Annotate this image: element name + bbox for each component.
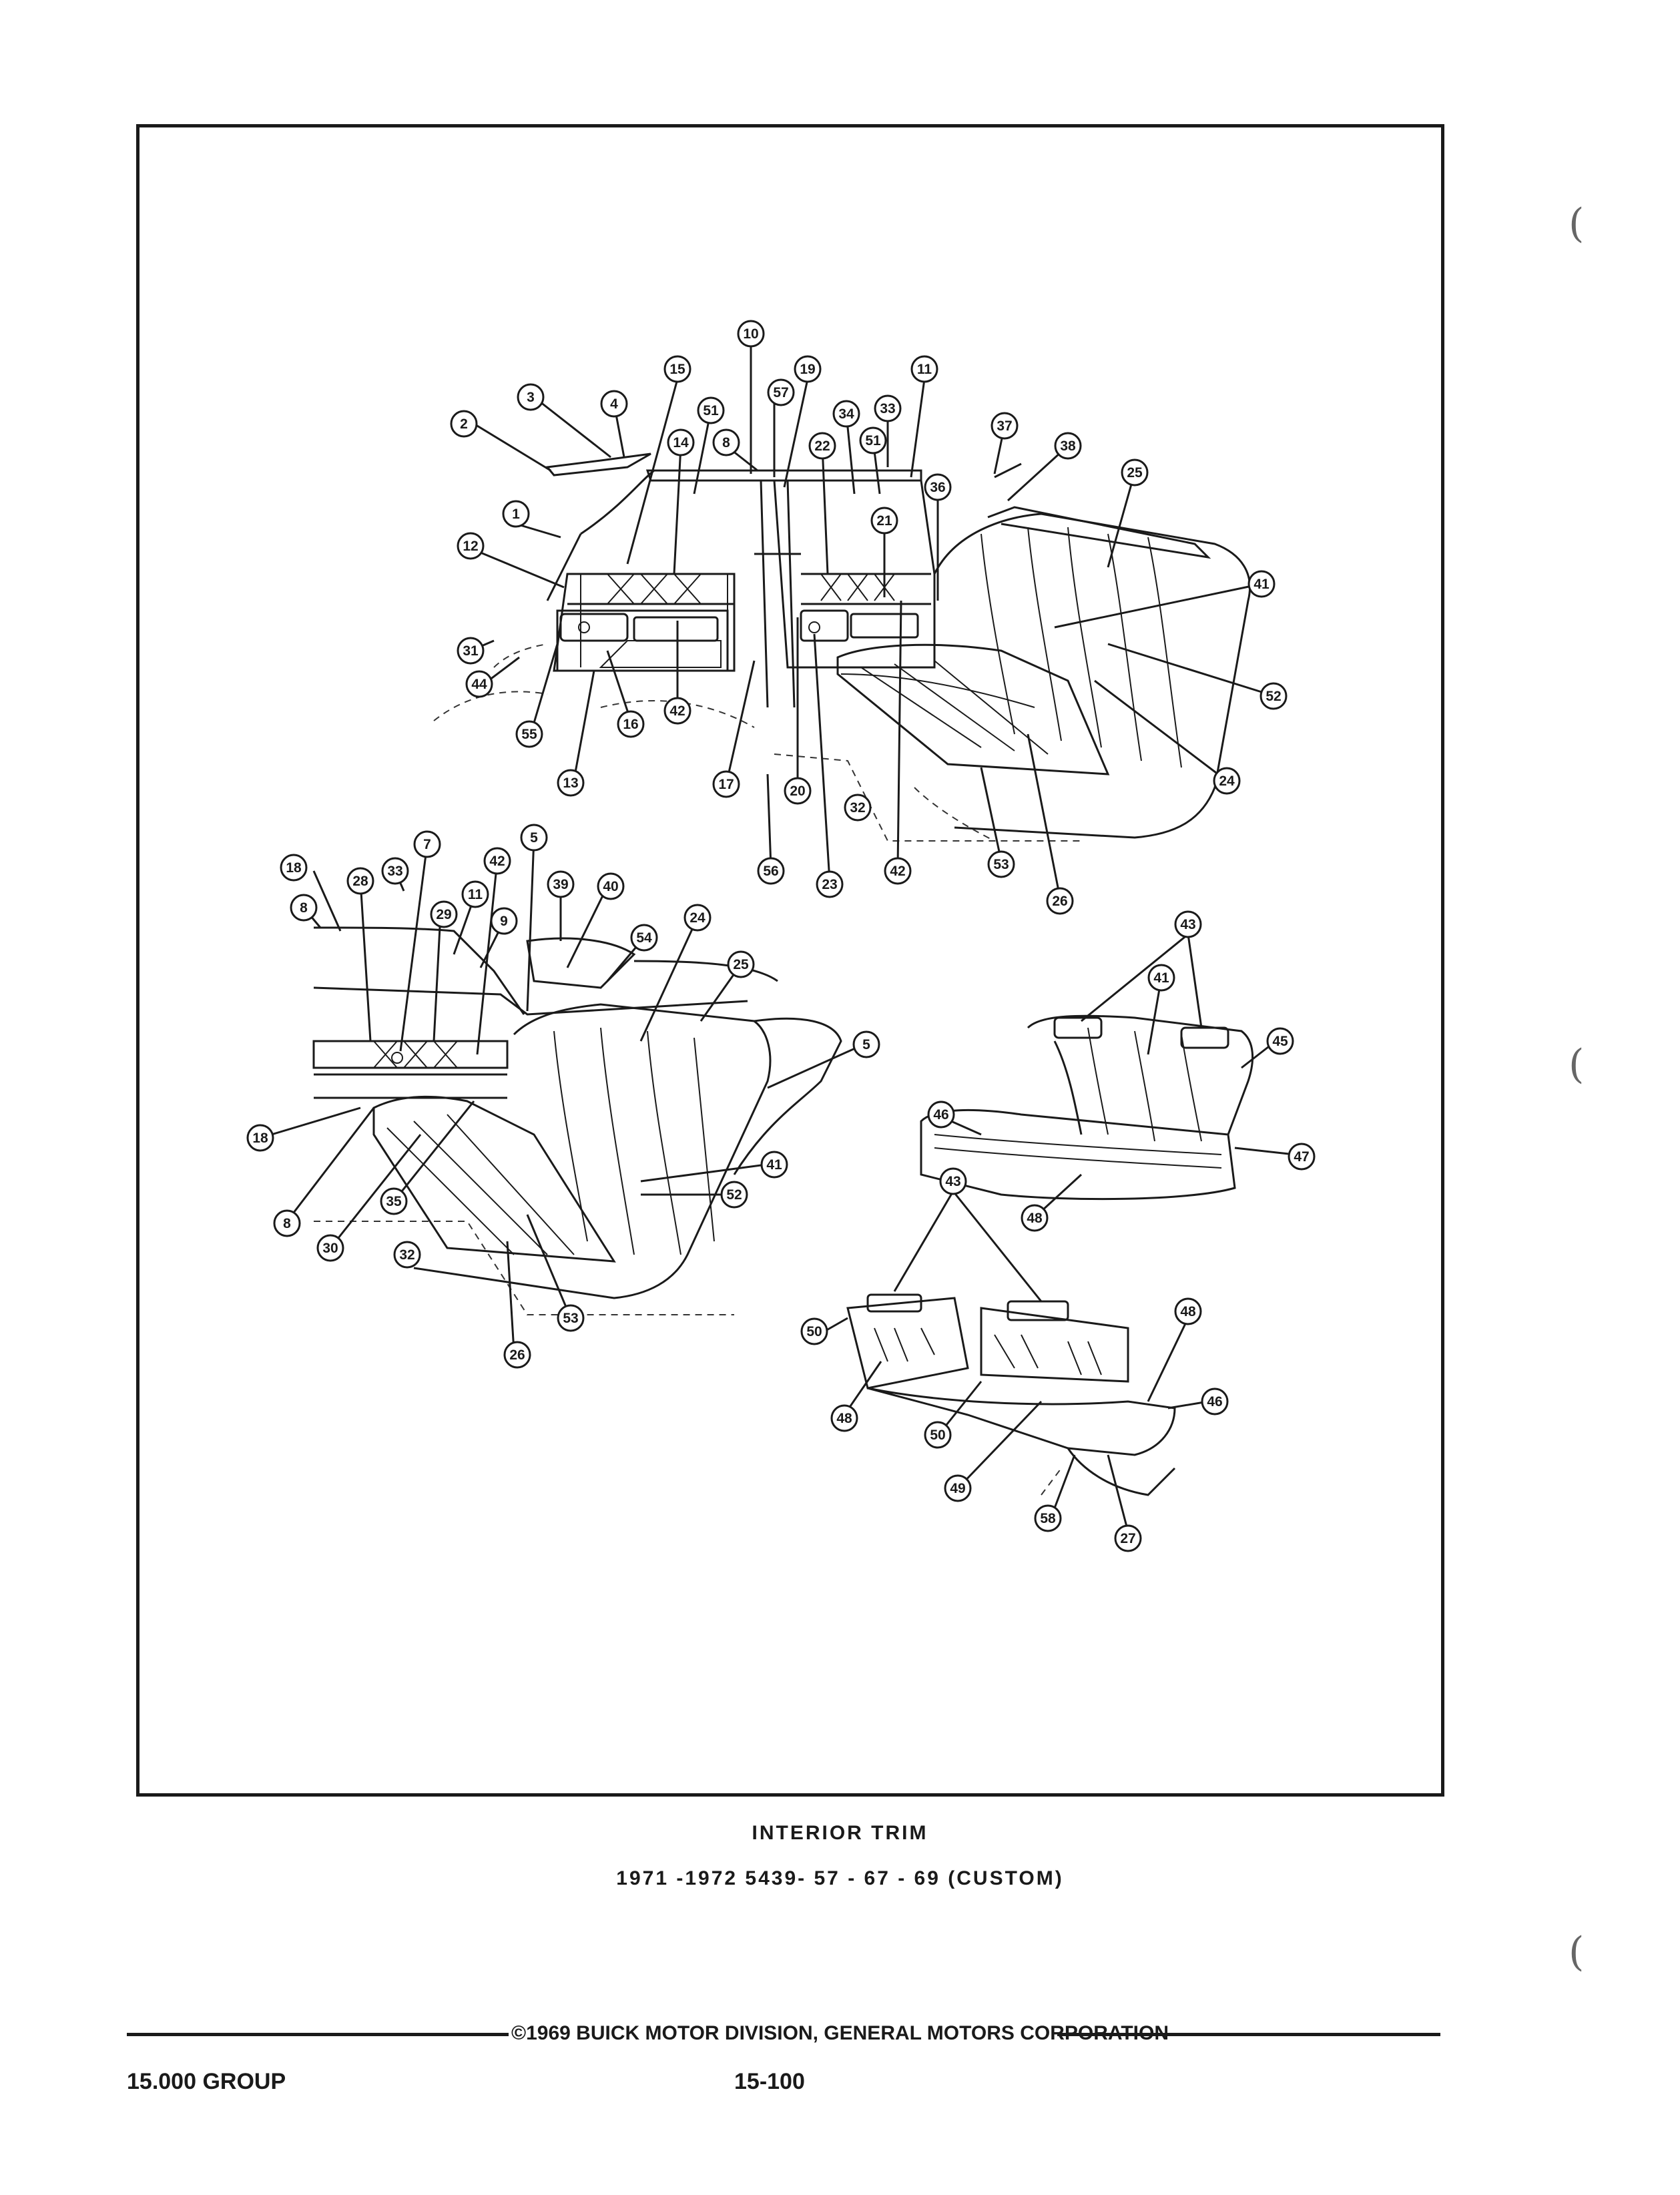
binder-hole-mark: ( xyxy=(1569,200,1585,247)
callout-51: 51 xyxy=(703,403,719,418)
callout-42: 42 xyxy=(489,854,505,869)
callout-50: 50 xyxy=(806,1324,822,1339)
figure-title: INTERIOR TRIM xyxy=(752,1822,928,1844)
callout-46: 46 xyxy=(1207,1394,1222,1409)
callout-11: 11 xyxy=(917,362,932,377)
callout-55: 55 xyxy=(521,727,537,742)
callout-52: 52 xyxy=(1266,689,1281,704)
callout-47: 47 xyxy=(1294,1149,1309,1165)
page-number: 15-100 xyxy=(734,2069,805,2094)
callout-34: 34 xyxy=(838,406,854,422)
callout-50: 50 xyxy=(930,1428,945,1443)
callout-14: 14 xyxy=(673,435,689,450)
callout-4: 4 xyxy=(610,396,618,412)
callout-53: 53 xyxy=(563,1311,578,1326)
callout-58: 58 xyxy=(1040,1511,1056,1526)
callout-26: 26 xyxy=(509,1347,525,1363)
callout-18: 18 xyxy=(286,860,302,876)
callout-18: 18 xyxy=(252,1131,268,1146)
callout-48: 48 xyxy=(1180,1304,1196,1319)
callout-12: 12 xyxy=(463,539,478,554)
callout-25: 25 xyxy=(733,957,749,972)
callout-41: 41 xyxy=(766,1157,782,1173)
figure-subtitle: 1971 -1972 5439- 57 - 67 - 69 (CUSTOM) xyxy=(616,1867,1064,1889)
callout-38: 38 xyxy=(1060,438,1076,454)
convertible-interior-drawing xyxy=(312,926,842,1315)
callout-56: 56 xyxy=(763,864,778,879)
callout-26: 26 xyxy=(1052,894,1067,909)
callout-43: 43 xyxy=(945,1174,960,1189)
callout-8: 8 xyxy=(283,1216,291,1231)
footer-rule-left xyxy=(127,2033,509,2036)
callout-7: 7 xyxy=(423,837,431,852)
callout-40: 40 xyxy=(603,879,618,894)
callout-33: 33 xyxy=(880,401,895,416)
diagram-frame xyxy=(136,124,1444,1797)
callout-32: 32 xyxy=(399,1247,414,1263)
callout-2: 2 xyxy=(460,416,468,432)
group-label: 15.000 GROUP xyxy=(127,2069,286,2094)
callout-28: 28 xyxy=(352,874,368,889)
callout-44: 44 xyxy=(471,677,487,692)
callout-43: 43 xyxy=(1180,917,1195,932)
callout-42: 42 xyxy=(890,864,905,879)
callout-5: 5 xyxy=(862,1037,870,1052)
callout-35: 35 xyxy=(386,1194,402,1209)
callout-31: 31 xyxy=(463,643,479,659)
callout-17: 17 xyxy=(718,777,734,792)
callouts-left: 18 8 28 33 7 42 5 11 29 9 39 40 54 24 25… xyxy=(246,824,880,1369)
footer-rule-right xyxy=(1057,2033,1440,2036)
callout-33: 33 xyxy=(387,864,402,879)
callout-41: 41 xyxy=(1253,577,1270,592)
binder-hole-mark: ( xyxy=(1569,1929,1585,1975)
callout-46: 46 xyxy=(933,1107,948,1123)
callout-3: 3 xyxy=(527,390,535,405)
callout-1: 1 xyxy=(512,507,520,522)
callout-11: 11 xyxy=(468,887,483,902)
callout-42: 42 xyxy=(669,703,685,719)
callout-8: 8 xyxy=(300,900,308,916)
callout-24: 24 xyxy=(1219,773,1235,789)
callouts-top: 10 15 57 19 11 3 4 51 34 33 2 14 8 22 51… xyxy=(450,320,1288,915)
callout-8: 8 xyxy=(722,435,730,450)
callout-48: 48 xyxy=(836,1411,852,1426)
callout-29: 29 xyxy=(436,907,451,922)
callout-22: 22 xyxy=(814,438,830,454)
callout-53: 53 xyxy=(993,857,1009,872)
coupe-interior-drawing xyxy=(433,452,1251,842)
binder-hole-mark: ( xyxy=(1569,1041,1585,1088)
callout-45: 45 xyxy=(1272,1034,1288,1049)
split-seat-drawing xyxy=(846,1293,1176,1496)
callout-54: 54 xyxy=(636,930,652,946)
callout-48: 48 xyxy=(1027,1211,1043,1226)
callout-19: 19 xyxy=(800,362,815,377)
callouts-split: 43 48 50 46 48 50 49 58 27 xyxy=(800,1167,1229,1552)
callout-23: 23 xyxy=(822,877,837,892)
callout-10: 10 xyxy=(743,326,758,342)
callout-37: 37 xyxy=(997,418,1012,434)
callout-51: 51 xyxy=(865,433,881,448)
callout-36: 36 xyxy=(930,480,945,495)
callout-49: 49 xyxy=(950,1481,965,1496)
callout-41: 41 xyxy=(1153,970,1169,986)
bench-seat-drawing xyxy=(920,1014,1254,1201)
callout-30: 30 xyxy=(322,1241,338,1256)
callout-16: 16 xyxy=(623,717,638,732)
callout-20: 20 xyxy=(790,783,805,799)
callout-5: 5 xyxy=(530,830,538,846)
callout-13: 13 xyxy=(563,775,578,791)
callout-39: 39 xyxy=(553,877,568,892)
callout-52: 52 xyxy=(726,1187,742,1203)
callout-57: 57 xyxy=(773,385,788,400)
callouts-bench: 43 41 45 46 47 48 xyxy=(927,910,1316,1232)
callout-21: 21 xyxy=(876,513,892,529)
callout-9: 9 xyxy=(500,914,508,929)
callout-27: 27 xyxy=(1120,1531,1135,1546)
callout-15: 15 xyxy=(669,362,685,377)
callout-32: 32 xyxy=(850,800,865,816)
callout-25: 25 xyxy=(1127,465,1143,481)
callout-24: 24 xyxy=(689,910,706,926)
